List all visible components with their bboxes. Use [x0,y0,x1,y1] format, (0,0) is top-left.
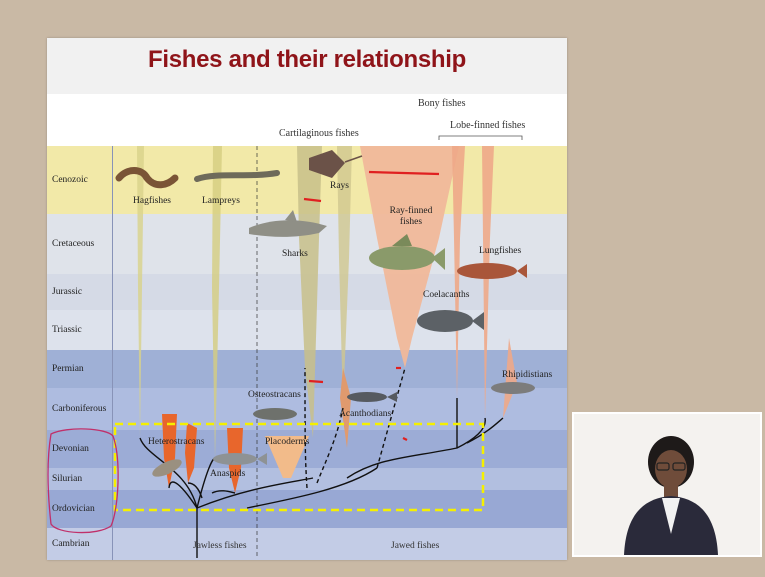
coelacanth-illustration [417,310,484,332]
acanthodian-lineage [340,368,351,448]
footer-jawed-fishes: Jawed fishes [391,541,439,551]
lamprey-illustration [197,173,277,179]
phylogeny-diagram [47,38,567,560]
tree-branches [140,368,503,558]
slide: Fishes and their relationship Bony fishe… [47,38,567,560]
hagfish-illustration [119,171,175,185]
anaspid-illustration [213,453,267,465]
label-placoderms: Placoderms [265,437,309,447]
presenter-video [572,412,762,557]
rhipidistian-illustration [491,382,535,394]
era-annotation-circle [48,429,118,533]
label-rhipidistians: Rhipidistians [502,370,552,380]
label-lungfishes: Lungfishes [479,246,521,256]
label-heterostracans: Heterostracans [148,437,204,447]
lungfish-lineage [482,146,494,418]
osteostracan-illustration [253,408,297,420]
hagfish-lineage [137,146,144,438]
lobe-finned-bracket [439,136,522,140]
label-acanthodians: Acanthodians [339,409,391,419]
label-rays: Rays [330,181,349,191]
label-coelacanths: Coelacanths [423,290,469,300]
osteostracan-lineage [185,423,197,483]
label-sharks: Sharks [282,249,308,259]
label-hagfishes: Hagfishes [133,196,171,206]
lamprey-lineage [212,146,222,458]
presenter-figure [574,414,760,555]
label-anaspids: Anaspids [210,469,245,479]
lungfish-illustration [457,263,527,279]
label-lampreys: Lampreys [202,196,240,206]
label-ray-finned-fishes: Ray-finned fishes [379,206,443,228]
label-osteostracans: Osteostracans [248,390,301,400]
footer-jawless-fishes: Jawless fishes [193,541,247,551]
acanthodian-illustration [347,392,397,402]
